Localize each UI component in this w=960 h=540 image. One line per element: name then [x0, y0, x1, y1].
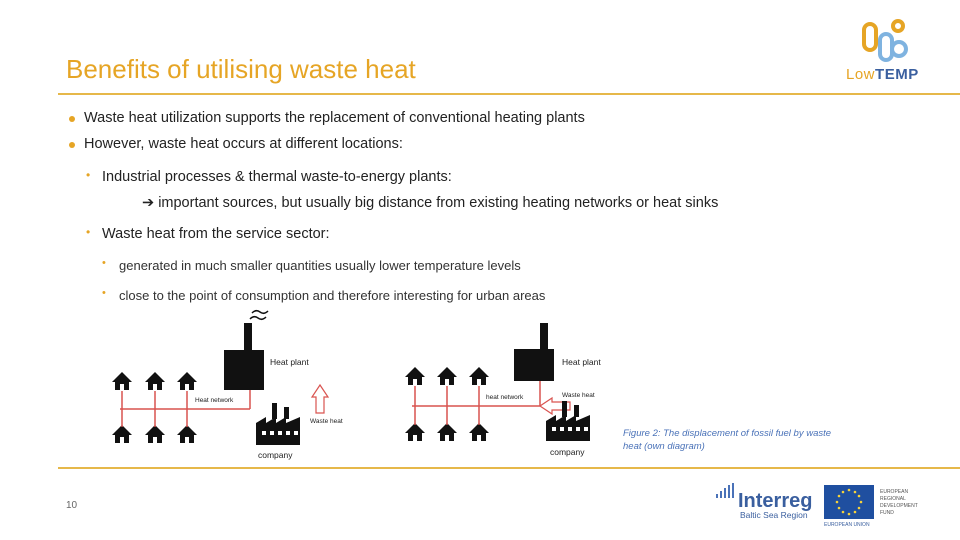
label-waste-heat: Waste heat — [310, 418, 343, 425]
interreg-region: Baltic Sea Region — [740, 510, 808, 520]
figure-caption: Figure 2: The displacement of fossil fue… — [623, 428, 832, 452]
eu-text: EUROPEAN UNION — [824, 522, 870, 528]
fund-line-1: EUROPEAN — [880, 489, 908, 495]
eu-stars-icon — [835, 488, 863, 516]
heat-plant-icon — [224, 309, 269, 390]
house-icon — [177, 372, 197, 390]
house-icon — [112, 372, 132, 390]
house-icon — [405, 367, 425, 385]
label-company: company — [258, 450, 293, 460]
bullet-2-2-2: close to the point of consumption and th… — [102, 287, 545, 303]
house-icon — [405, 423, 425, 441]
house-icon — [177, 425, 197, 443]
bullet-2-1-arrow: ➔ important sources, but usually big dis… — [142, 195, 719, 211]
bullet-2: However, waste heat occurs at different … — [69, 136, 403, 152]
interreg-eu-logo: Interreg Baltic Sea Region EUROPEAN UNIO… — [716, 483, 918, 528]
fund-line-2: REGIONAL — [880, 496, 906, 502]
house-icon — [437, 423, 457, 441]
house-icon — [112, 425, 132, 443]
fund-line-3: DEVELOPMENT — [880, 503, 918, 509]
label-company: company — [550, 447, 585, 457]
house-icon — [469, 367, 489, 385]
interreg-text: Interreg — [738, 490, 812, 512]
factory-icon — [256, 403, 300, 445]
waste-heat-diagram: Heat plant Heat network Waste heat compa… — [112, 309, 601, 460]
bullet-1: Waste heat utilization supports the repl… — [69, 110, 585, 126]
bullet-2-2-1: generated in much smaller quantities usu… — [102, 257, 521, 273]
house-icon — [437, 367, 457, 385]
label-waste-heat: Waste heat — [562, 392, 595, 399]
heat-plant-icon — [514, 323, 554, 381]
diagram-right: Heat plant heat network Waste heat compa… — [405, 323, 601, 457]
footer-rule — [58, 467, 960, 469]
arrow-right-icon: ➔ — [142, 195, 159, 211]
page-number: 10 — [66, 500, 78, 511]
label-heat-plant: Heat plant — [270, 357, 309, 367]
lowtemp-logo-text: LowTEMP — [846, 66, 919, 83]
header-rule — [58, 93, 960, 95]
factory-icon — [546, 401, 590, 441]
bullet-2-2: Waste heat from the service sector: — [86, 225, 330, 242]
lowtemp-logo-icon — [862, 19, 908, 62]
fund-line-4: FUND — [880, 510, 894, 516]
interreg-bars-icon — [716, 483, 734, 498]
label-heat-network: Heat network — [195, 397, 234, 404]
bullet-2-1: Industrial processes & thermal waste-to-… — [86, 168, 452, 185]
house-icon — [145, 425, 165, 443]
waste-heat-arrow-icon — [310, 383, 330, 414]
house-icon — [145, 372, 165, 390]
label-heat-plant: Heat plant — [562, 357, 601, 367]
label-heat-network: heat network — [486, 394, 524, 401]
house-icon — [469, 423, 489, 441]
diagram-left: Heat plant Heat network Waste heat compa… — [112, 309, 343, 460]
slide-title: Benefits of utilising waste heat — [66, 54, 416, 84]
